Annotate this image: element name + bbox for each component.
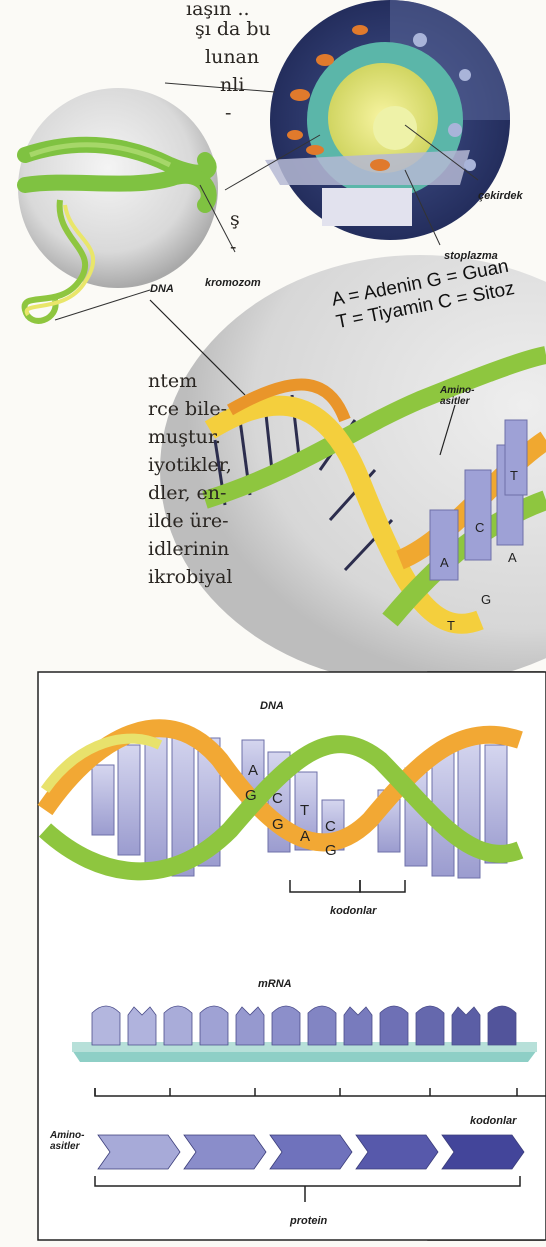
base-letter: T xyxy=(300,802,309,819)
amino-acid-arrow xyxy=(356,1135,438,1169)
mrna-nucleotide xyxy=(416,1006,444,1045)
text-line: ş xyxy=(230,210,240,229)
text-line: - xyxy=(230,238,236,257)
label-amino-asitler-panel: Amino- asitler xyxy=(50,1130,84,1152)
amino-acid-arrow xyxy=(184,1135,266,1169)
text-line: rce bile- xyxy=(148,400,227,419)
text-line: ntem xyxy=(148,372,197,391)
label-kodonlar-bottom: kodonlar xyxy=(470,1115,516,1127)
base-letter: A xyxy=(440,555,449,570)
base-letter: C xyxy=(272,790,283,807)
text-line: muştur. xyxy=(148,428,221,447)
label-cekirdek: çekirdek xyxy=(478,190,523,202)
text-line: ilde üre- xyxy=(148,512,229,531)
label-kodonlar-top: kodonlar xyxy=(330,905,376,917)
text-line: iyotikler, xyxy=(148,456,232,475)
base-letter: G xyxy=(272,816,284,833)
mrna-nucleotide xyxy=(92,1006,120,1045)
base-letter: T xyxy=(447,618,455,633)
mrna-nucleotide xyxy=(380,1006,408,1045)
text-line: dler, en- xyxy=(148,484,226,503)
base-letter: C xyxy=(325,818,336,835)
text-line: - xyxy=(225,104,231,123)
label-protein: protein xyxy=(290,1215,327,1227)
text-line: nli xyxy=(220,76,244,95)
amino-acid-chain xyxy=(98,1135,524,1169)
base-letter: A xyxy=(508,550,517,565)
mrna-nucleotide xyxy=(164,1006,192,1045)
label-kromozom: kromozom xyxy=(205,277,261,289)
amino-acid-arrow xyxy=(270,1135,352,1169)
mrna-nucleotide xyxy=(308,1006,336,1045)
text-line: ıaşın .. xyxy=(186,0,250,19)
panel-dna-title: DNA xyxy=(260,700,284,712)
text-line: lunan xyxy=(205,48,259,67)
base-letter: C xyxy=(475,520,484,535)
base-letter: G xyxy=(481,592,491,607)
base-letter: T xyxy=(510,468,518,483)
base-letter: G xyxy=(325,842,337,859)
label-amino-asitler-helix: Amino- asitler xyxy=(440,385,474,407)
base-letter: A xyxy=(300,828,310,845)
text-line: şı da bu xyxy=(195,20,271,39)
amino-acid-arrow xyxy=(442,1135,524,1169)
mrna-nucleotide xyxy=(272,1006,300,1045)
base-letter: G xyxy=(245,787,257,804)
base-letter: A xyxy=(248,762,258,779)
panel-mrna-title: mRNA xyxy=(258,978,292,990)
mrna-nucleotide xyxy=(488,1006,516,1045)
chromosome-sphere xyxy=(18,88,235,321)
text-line: idlerinin xyxy=(148,540,229,559)
mrna-nucleotide xyxy=(200,1006,228,1045)
label-dna: DNA xyxy=(150,283,174,295)
text-line: ikrobiyal xyxy=(148,568,233,587)
amino-acid-arrow xyxy=(98,1135,180,1169)
